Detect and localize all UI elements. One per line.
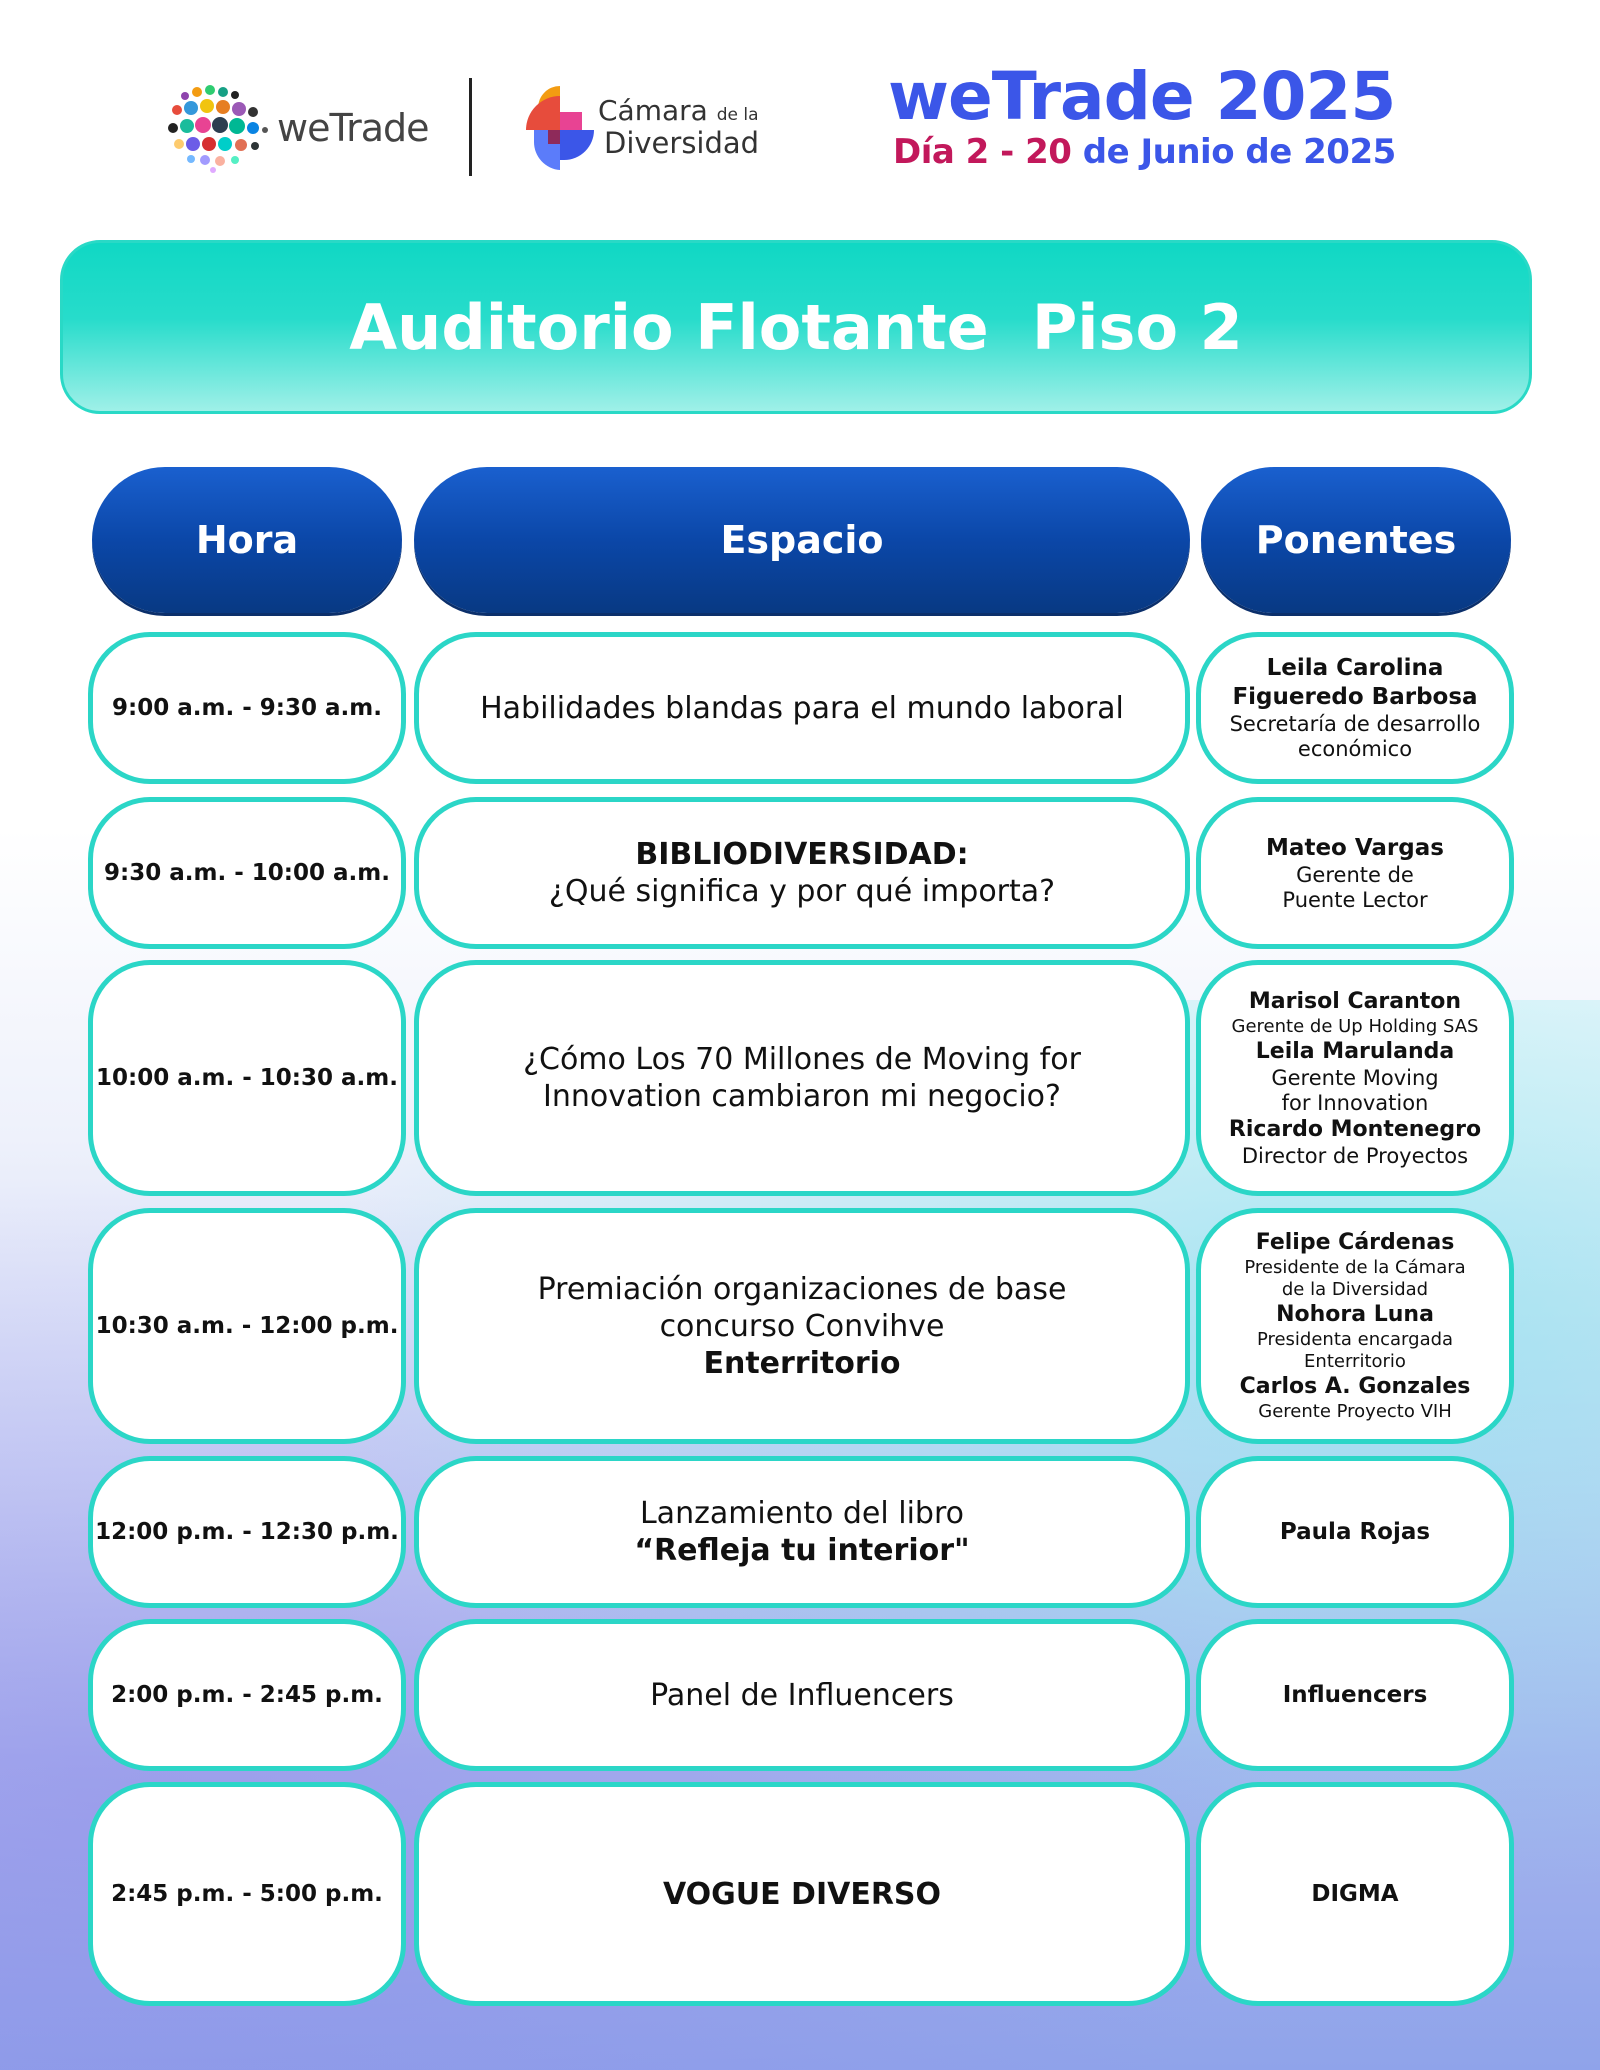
speaker-role: Secretaría de desarrollo bbox=[1229, 712, 1481, 736]
espacio-line: ¿Qué significa y por qué importa? bbox=[548, 874, 1056, 909]
speaker-role: económico bbox=[1297, 737, 1413, 761]
hora-cell: 10:30 a.m. - 12:00 p.m. bbox=[88, 1208, 406, 1444]
espacio-title: VOGUE DIVERSO bbox=[662, 1876, 942, 1912]
speaker-name: Ricardo Montenegro bbox=[1228, 1116, 1482, 1142]
hora-text: 2:00 p.m. - 2:45 p.m. bbox=[111, 1682, 383, 1708]
speaker-name: Influencers bbox=[1282, 1681, 1428, 1708]
espacio-highlight: “Refleja tu interior" bbox=[634, 1533, 970, 1568]
camara-diversidad-logo: Cámara de la Diversidad bbox=[522, 82, 782, 178]
espacio-cell: Habilidades blandas para el mundo labora… bbox=[414, 632, 1190, 784]
wetrade-logo-text: weTrade bbox=[277, 106, 429, 150]
espacio-cell: Panel de Influencers bbox=[414, 1619, 1190, 1771]
camara-line1: Cámara de la bbox=[598, 94, 759, 127]
hora-cell: 9:30 a.m. - 10:00 a.m. bbox=[88, 797, 406, 949]
espacio-line: ¿Cómo Los 70 Millones de Moving for bbox=[523, 1042, 1081, 1077]
hora-cell: 2:45 p.m. - 5:00 p.m. bbox=[88, 1782, 406, 2006]
hora-cell: 2:00 p.m. - 2:45 p.m. bbox=[88, 1619, 406, 1771]
camara-line2: Diversidad bbox=[604, 126, 760, 160]
hora-cell: 9:00 a.m. - 9:30 a.m. bbox=[88, 632, 406, 784]
espacio-cell: Lanzamiento del libro“Refleja tu interio… bbox=[414, 1456, 1190, 1608]
speaker-name: Mateo Vargas bbox=[1266, 834, 1444, 861]
espacio-cell: VOGUE DIVERSO bbox=[414, 1782, 1190, 2006]
speaker-role: de la Diversidad bbox=[1281, 1279, 1429, 1300]
camara-mark-icon bbox=[526, 86, 594, 170]
column-header-ponentes: Ponentes bbox=[1201, 467, 1511, 613]
speaker-name: Nohora Luna bbox=[1276, 1302, 1434, 1327]
ponentes-cell: Paula Rojas bbox=[1196, 1456, 1514, 1608]
speaker-role: for Innovation bbox=[1281, 1090, 1429, 1115]
speaker-role: Director de Proyectos bbox=[1241, 1143, 1469, 1168]
speaker-role: Puente Lector bbox=[1282, 887, 1428, 912]
column-header-espacio: Espacio bbox=[414, 467, 1190, 613]
hora-text: 10:30 a.m. - 12:00 p.m. bbox=[95, 1313, 399, 1339]
espacio-line: Habilidades blandas para el mundo labora… bbox=[480, 690, 1124, 726]
hora-text: 2:45 p.m. - 5:00 p.m. bbox=[111, 1881, 383, 1907]
espacio-title: BIBLIODIVERSIDAD: bbox=[635, 837, 969, 872]
column-header-hora: Hora bbox=[92, 467, 402, 613]
camara-line1-small: de la bbox=[716, 105, 759, 125]
event-day: Día 2 - 20 bbox=[893, 132, 1072, 172]
espacio-highlight: Enterritorio bbox=[703, 1345, 901, 1381]
speaker-role: Gerente de bbox=[1296, 862, 1414, 887]
event-title: weTrade 2025 bbox=[888, 58, 1396, 135]
speaker-name: Carlos A. Gonzales bbox=[1239, 1374, 1471, 1399]
espacio-line: concurso Convihve bbox=[659, 1308, 945, 1344]
logo-divider bbox=[469, 78, 472, 176]
hora-cell: 12:00 p.m. - 12:30 p.m. bbox=[88, 1456, 406, 1608]
room-banner: Auditorio Flotante Piso 2 bbox=[60, 240, 1532, 414]
espacio-line: Lanzamiento del libro bbox=[639, 1496, 965, 1531]
speaker-role: Gerente de Up Holding SAS bbox=[1231, 1015, 1479, 1037]
speaker-role: Gerente Proyecto VIH bbox=[1258, 1401, 1452, 1422]
espacio-line: Panel de Influencers bbox=[650, 1677, 954, 1713]
speaker-role: Presidente de la Cámara bbox=[1244, 1257, 1466, 1278]
speaker-role: Presidenta encargada bbox=[1256, 1329, 1454, 1350]
event-date: Día 2 - 20 de Junio de 2025 bbox=[893, 132, 1433, 172]
wetrade-dots-icon bbox=[168, 85, 268, 173]
speaker-role: Gerente Moving bbox=[1271, 1065, 1439, 1090]
hora-text: 9:00 a.m. - 9:30 a.m. bbox=[112, 695, 382, 721]
speaker-name: DIGMA bbox=[1311, 1880, 1399, 1907]
hora-text: 10:00 a.m. - 10:30 a.m. bbox=[96, 1065, 398, 1091]
wetrade-logo: weTrade bbox=[165, 84, 445, 174]
speaker-name: Marisol Caranton bbox=[1248, 988, 1462, 1014]
hora-text: 9:30 a.m. - 10:00 a.m. bbox=[104, 860, 390, 886]
ponentes-cell: DIGMA bbox=[1196, 1782, 1514, 2006]
espacio-line: Premiación organizaciones de base bbox=[537, 1271, 1067, 1307]
speaker-name: Leila Carolina bbox=[1266, 655, 1444, 681]
espacio-line: Innovation cambiaron mi negocio? bbox=[543, 1079, 1061, 1114]
speaker-name: Felipe Cárdenas bbox=[1255, 1230, 1455, 1255]
ponentes-cell: Influencers bbox=[1196, 1619, 1514, 1771]
speaker-name: Leila Marulanda bbox=[1255, 1038, 1455, 1064]
hora-text: 12:00 p.m. - 12:30 p.m. bbox=[95, 1519, 399, 1545]
espacio-cell: BIBLIODIVERSIDAD:¿Qué significa y por qu… bbox=[414, 797, 1190, 949]
speaker-role: Enterritorio bbox=[1304, 1351, 1406, 1372]
event-date-rest: de Junio de 2025 bbox=[1071, 132, 1397, 172]
speaker-name: Paula Rojas bbox=[1279, 1518, 1431, 1545]
hora-cell: 10:00 a.m. - 10:30 a.m. bbox=[88, 960, 406, 1196]
room-title: Auditorio Flotante Piso 2 bbox=[349, 290, 1243, 364]
speaker-name: Figueredo Barbosa bbox=[1232, 684, 1478, 710]
